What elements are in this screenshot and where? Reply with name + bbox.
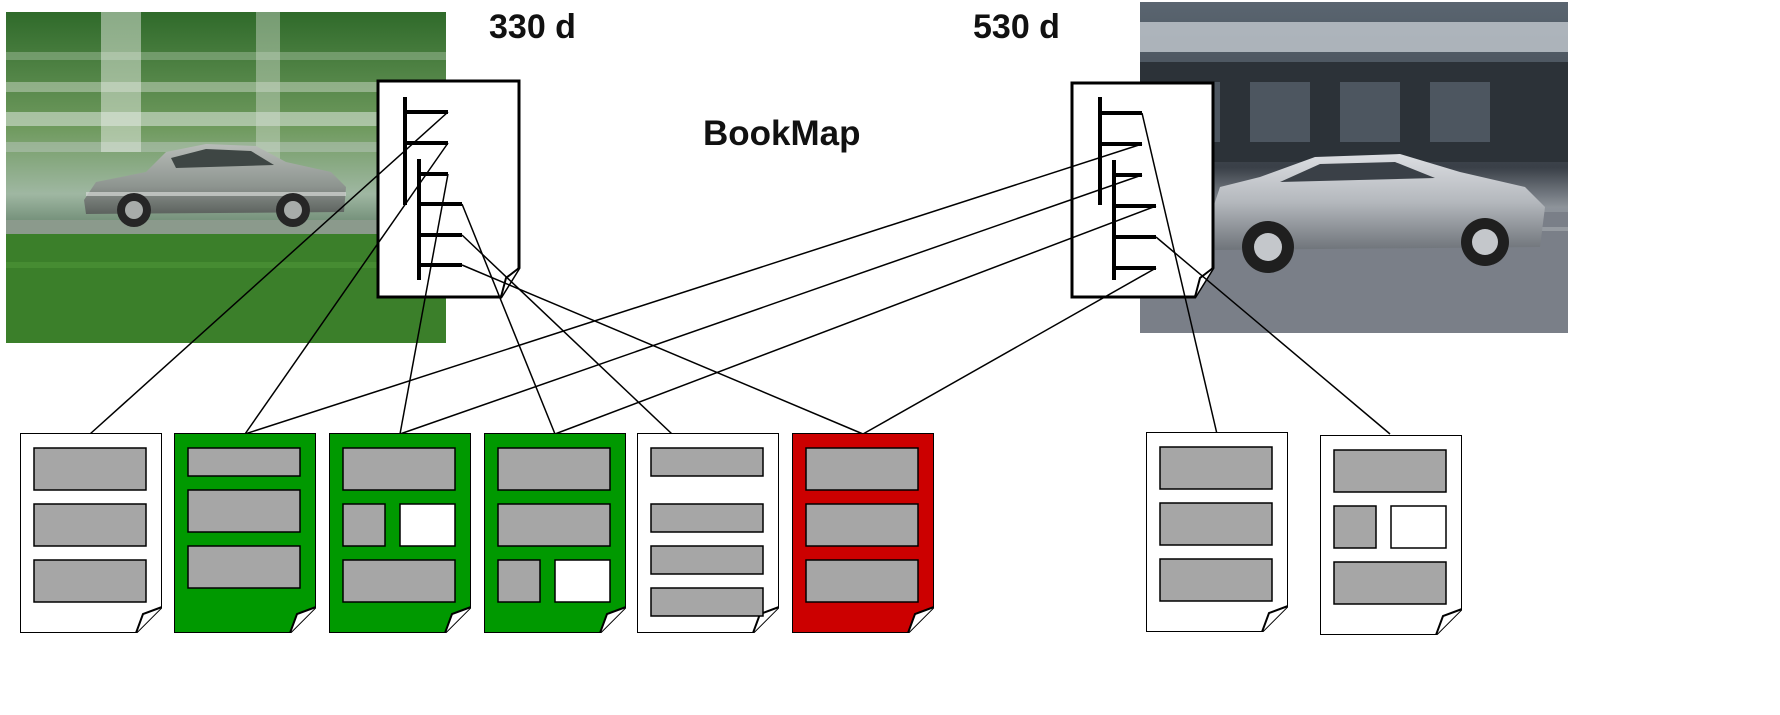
topic-page-5: [637, 433, 779, 633]
left-duration-label: 330 d: [489, 8, 576, 46]
right-duration-label: 530 d: [973, 8, 1060, 46]
topic-page-4: [484, 433, 626, 633]
left-bookmap-icon: [376, 79, 521, 299]
left-car-photo-art: [6, 12, 446, 343]
topic-page-2: [174, 433, 316, 633]
topic-page-6: [792, 433, 934, 633]
right-bookmap-icon: [1070, 81, 1215, 299]
topic-page-3: [329, 433, 471, 633]
topic-page-8: [1320, 435, 1462, 635]
topic-page-1: [20, 433, 162, 633]
left-car-photo: [6, 12, 446, 343]
topic-page-7: [1146, 432, 1288, 632]
bookmap-title: BookMap: [703, 114, 861, 153]
connector-lines: [89, 111, 1391, 435]
